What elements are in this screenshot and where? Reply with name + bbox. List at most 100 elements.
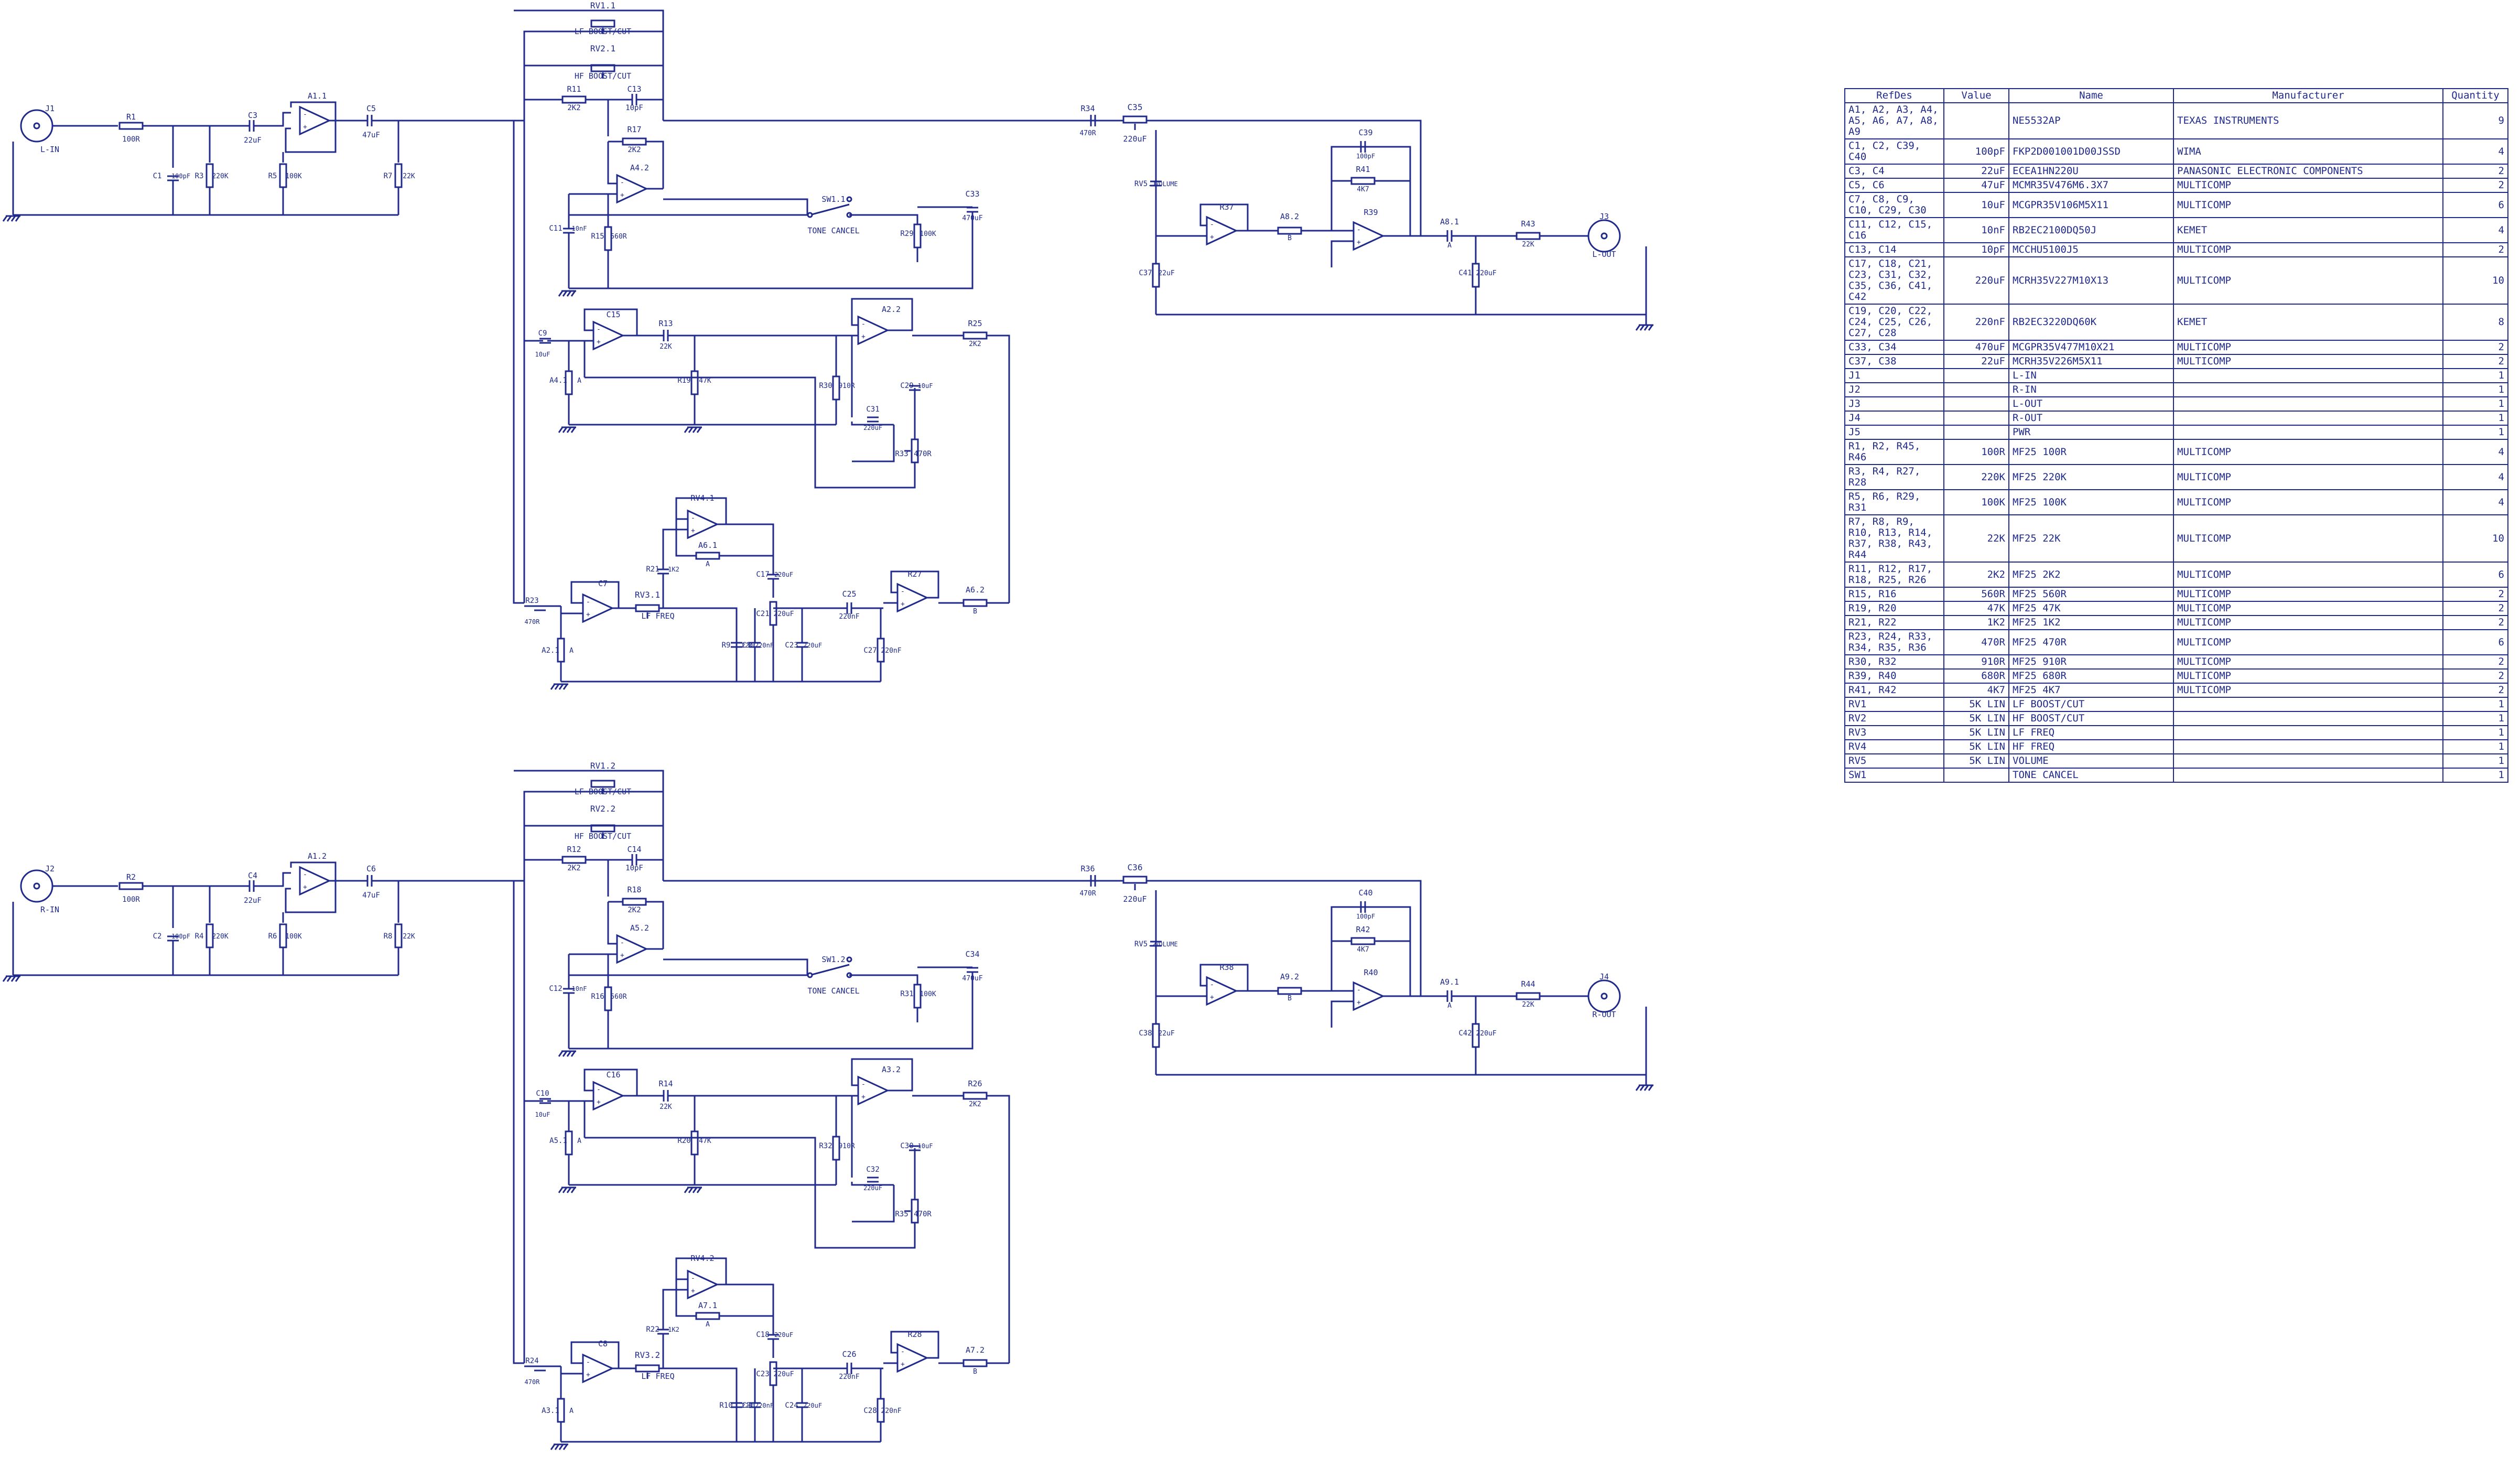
bom-cell-value: 5K LIN bbox=[1943, 711, 2009, 726]
opamp-symbol bbox=[896, 1343, 929, 1373]
component-label: A bbox=[569, 647, 574, 655]
resistor-symbol bbox=[1277, 987, 1302, 995]
ground-symbol bbox=[570, 1187, 576, 1193]
ground-symbol bbox=[696, 1187, 702, 1193]
bom-cell-quantity: 2 bbox=[2442, 354, 2508, 369]
component-label: 470R bbox=[1079, 129, 1096, 137]
opamp-pin-plus: + bbox=[691, 1287, 695, 1295]
ground-symbol bbox=[562, 427, 568, 433]
opamp-pin-plus: + bbox=[303, 883, 307, 891]
bom-cell-manufacturer bbox=[2173, 739, 2443, 754]
wire bbox=[513, 121, 524, 604]
component-label: 22uF bbox=[1158, 269, 1174, 277]
bom-cell-value bbox=[1943, 411, 2009, 426]
component-label: 220nF bbox=[839, 613, 859, 621]
wire bbox=[675, 1257, 727, 1286]
wire bbox=[285, 880, 337, 913]
component-label: R24 bbox=[525, 1357, 538, 1365]
bom-cell-value: 220uF bbox=[1943, 256, 2009, 305]
component-label: 220nF bbox=[755, 642, 774, 649]
ground-symbol bbox=[558, 1051, 564, 1057]
bom-cell-name: NE5532AP bbox=[2008, 102, 2174, 139]
bom-cell-name: LF BOOST/CUT bbox=[2008, 697, 2174, 712]
bom-cell-manufacturer bbox=[2173, 711, 2443, 726]
component-label: A3.1 bbox=[542, 1407, 559, 1415]
ground-symbol bbox=[2, 976, 8, 982]
ground-symbol bbox=[558, 1187, 564, 1193]
potentiometer-symbol bbox=[590, 19, 615, 28]
wire bbox=[583, 308, 638, 337]
component-label: C32 bbox=[866, 1165, 879, 1174]
bom-header-name: Name bbox=[2008, 88, 2174, 103]
component-label: C17 bbox=[756, 570, 769, 579]
opamp-symbol bbox=[592, 320, 625, 351]
bom-cell-refdes: R7, R8, R9, R10, R13, R14, R37, R38, R43… bbox=[1844, 514, 1944, 563]
component-label: R17 bbox=[627, 125, 641, 134]
bom-cell-quantity: 2 bbox=[2442, 178, 2508, 193]
wire bbox=[849, 214, 918, 262]
bom-cell-value: 100K bbox=[1943, 489, 2009, 515]
ground-symbol bbox=[692, 427, 698, 433]
component-label: 22K bbox=[659, 1103, 672, 1111]
bom-cell-name: MF25 2K2 bbox=[2008, 562, 2174, 588]
component-label: 1K2 bbox=[668, 1326, 679, 1333]
component-label: R1 bbox=[126, 112, 136, 122]
potentiometer-symbol bbox=[635, 604, 660, 612]
component-label: 22K bbox=[659, 343, 672, 351]
opamp-symbol bbox=[592, 1081, 625, 1111]
bom-cell-manufacturer: KEMET bbox=[2173, 304, 2443, 341]
bom-cell-manufacturer: MULTICOMP bbox=[2173, 629, 2443, 655]
component-label: 470R bbox=[1079, 890, 1096, 898]
component-label: J2 bbox=[45, 864, 55, 873]
bom-cell-name: R-OUT bbox=[2008, 411, 2174, 426]
bom-cell-quantity: 1 bbox=[2442, 739, 2508, 754]
ground-symbol bbox=[696, 427, 702, 433]
ground-symbol bbox=[566, 1051, 572, 1057]
opamp-symbol bbox=[299, 866, 331, 896]
bom-cell-refdes: RV1 bbox=[1844, 697, 1944, 712]
component-label: C13 bbox=[627, 84, 641, 94]
bom-cell-value: 10uF bbox=[1943, 192, 2009, 218]
component-label: R10 bbox=[719, 1401, 732, 1410]
wire bbox=[285, 120, 337, 153]
ground-symbol bbox=[2, 215, 8, 222]
component-label: 47K bbox=[699, 1137, 711, 1145]
component-label: C27 bbox=[863, 646, 877, 655]
component-label: A7.2 bbox=[966, 1345, 985, 1355]
resistor-symbol bbox=[690, 1130, 699, 1156]
opamp-pin-minus: - bbox=[691, 514, 695, 522]
bom-cell-refdes: J1 bbox=[1844, 368, 1944, 383]
component-label: J3 bbox=[1599, 212, 1609, 221]
bom-header-row: RefDes Value Name Manufacturer Quantity bbox=[1844, 88, 2508, 103]
ground-symbol bbox=[6, 976, 12, 982]
ground-symbol bbox=[1635, 325, 1641, 331]
component-label: RV1.2 bbox=[590, 761, 615, 771]
component-label: 10uF bbox=[535, 351, 550, 358]
opamp-pin-minus: - bbox=[620, 179, 624, 187]
component-label: 22K bbox=[403, 933, 415, 941]
ground-symbol bbox=[566, 290, 572, 297]
opamp-pin-minus: - bbox=[861, 320, 866, 328]
bom-cell-value bbox=[1943, 425, 2009, 440]
bom-cell-value bbox=[1943, 382, 2009, 397]
component-label: 220nF bbox=[881, 647, 901, 655]
bom-cell-quantity: 1 bbox=[2442, 725, 2508, 740]
component-label: LF BOOST/CUT bbox=[575, 27, 631, 36]
opamp-pin-plus: + bbox=[901, 600, 905, 608]
bom-cell-name: LF FREQ bbox=[2008, 725, 2174, 740]
component-label: R41 bbox=[1356, 165, 1370, 174]
component-label: R43 bbox=[1521, 219, 1535, 229]
component-label: C20 bbox=[742, 1401, 755, 1410]
bom-cell-quantity: 1 bbox=[2442, 768, 2508, 783]
wire bbox=[663, 198, 808, 215]
wire bbox=[254, 872, 291, 887]
component-label: C4 bbox=[248, 871, 257, 880]
